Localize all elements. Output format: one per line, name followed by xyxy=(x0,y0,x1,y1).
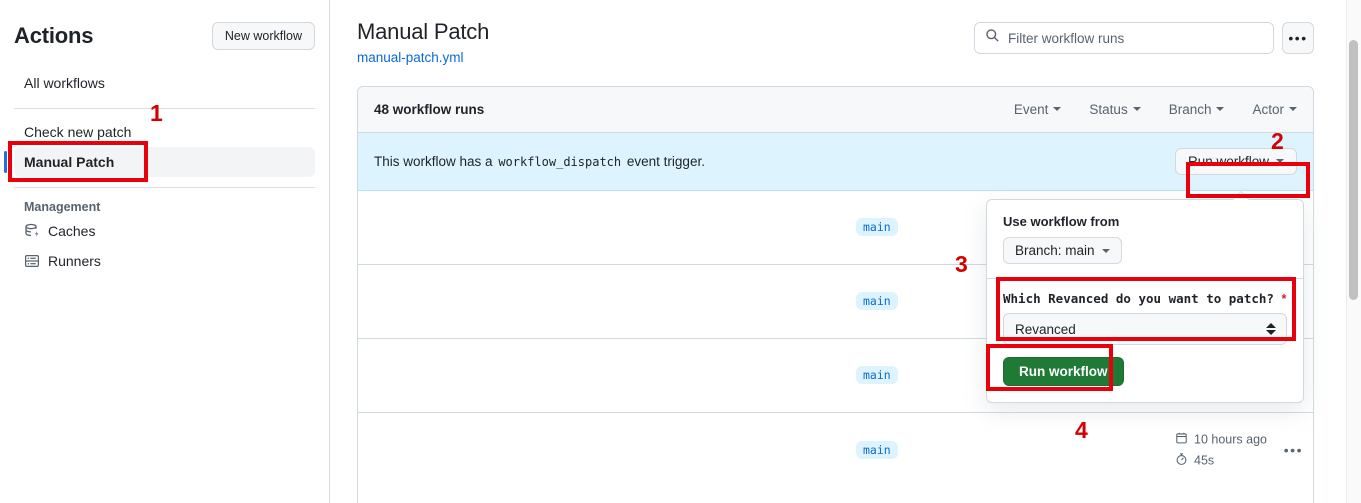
workflow-dispatch-banner: This workflow has a workflow_dispatch ev… xyxy=(358,132,1313,191)
workflow-input-label: Which Revanced do you want to patch? * xyxy=(1003,291,1287,306)
calendar-icon xyxy=(1175,431,1188,447)
chevron-down-icon xyxy=(1132,107,1141,111)
filter-branch-label: Branch xyxy=(1168,101,1212,117)
workflow-runs-toolbar: 48 workflow runs Event Status Branch xyxy=(358,86,1313,133)
dispatch-text-before: This workflow has a xyxy=(374,153,493,169)
stepper-icon xyxy=(1266,323,1276,335)
dispatch-text-after: event trigger. xyxy=(626,153,705,169)
runners-icon xyxy=(24,253,40,269)
new-workflow-button[interactable]: New workflow xyxy=(211,22,315,51)
dispatch-banner-text: This workflow has a workflow_dispatch ev… xyxy=(374,154,705,169)
sidebar-item-label: Runners xyxy=(48,253,101,270)
chevron-down-icon xyxy=(1053,107,1062,111)
sidebar-item-label: All workflows xyxy=(24,75,105,92)
search-icon xyxy=(985,28,1000,48)
header-overflow-menu-button[interactable]: ••• xyxy=(1282,22,1314,54)
search-input[interactable] xyxy=(1008,30,1263,46)
use-workflow-from-label: Use workflow from xyxy=(1003,214,1120,229)
sidebar-item-label: Caches xyxy=(48,223,96,240)
page-scrollbar-thumb[interactable] xyxy=(1349,40,1358,300)
workflow-title-block: Manual Patch manual-patch.yml xyxy=(357,18,489,67)
workflow-input-label-text: Which Revanced do you want to patch? xyxy=(1003,291,1274,306)
filter-actor[interactable]: Actor xyxy=(1252,102,1297,117)
filter-status-label: Status xyxy=(1089,101,1128,117)
sidebar-divider-2 xyxy=(14,187,315,189)
actions-sidebar: Actions New workflow All workflows Check… xyxy=(0,0,330,503)
sidebar-item-all-workflows[interactable]: All workflows xyxy=(14,68,315,98)
filter-event[interactable]: Event xyxy=(1014,102,1062,117)
dispatch-event-code: workflow_dispatch xyxy=(498,154,622,169)
required-marker: * xyxy=(1281,292,1287,306)
sidebar-item-runners[interactable]: Runners xyxy=(14,246,315,276)
page-scrollbar-track[interactable] xyxy=(1346,0,1361,503)
sidebar-divider xyxy=(14,108,315,110)
sidebar-header: Actions New workflow xyxy=(14,0,315,56)
run-workflow-submit-button[interactable]: Run workflow xyxy=(1003,357,1124,386)
filter-branch[interactable]: Branch xyxy=(1169,102,1225,117)
run-meta: 10 hours ago 45s xyxy=(1175,431,1267,468)
table-row[interactable]: main xyxy=(358,191,1313,265)
run-workflow-dropdown-panel: Use workflow from Branch: main Which Rev… xyxy=(986,199,1304,403)
dropdown-submit-area: Run workflow xyxy=(987,345,1303,402)
main-header: Manual Patch manual-patch.yml ••• xyxy=(357,18,1314,67)
branch-selector-label: Branch: main xyxy=(1015,243,1095,258)
workflow-file-link[interactable]: manual-patch.yml xyxy=(357,49,464,65)
branch-badge[interactable]: main xyxy=(856,366,898,384)
workflow-input-field: Which Revanced do you want to patch? * R… xyxy=(987,279,1303,345)
page-title: Actions xyxy=(14,23,94,49)
sidebar-item-label: Manual Patch xyxy=(24,154,115,171)
runs-filter-group: Event Status Branch Actor xyxy=(1014,102,1297,117)
header-actions: ••• xyxy=(974,22,1314,54)
sidebar-item-manual-patch[interactable]: Manual Patch xyxy=(4,147,315,178)
branch-selector-button[interactable]: Branch: main xyxy=(1003,237,1122,264)
run-workflow-dropdown-button[interactable]: Run workflow xyxy=(1174,147,1297,175)
filter-actor-label: Actor xyxy=(1252,101,1284,117)
revanced-select[interactable]: Revanced xyxy=(1003,313,1287,345)
table-row[interactable]: main xyxy=(358,265,1313,339)
chevron-down-icon xyxy=(1216,107,1225,111)
filter-event-label: Event xyxy=(1013,101,1049,117)
run-duration: 45s xyxy=(1175,452,1267,468)
chevron-down-icon xyxy=(1276,159,1284,163)
sidebar-workflow-list: All workflows Check new patch Manual Pat… xyxy=(4,68,315,276)
table-row[interactable]: main 10 hours ago xyxy=(358,413,1313,487)
sidebar-item-caches[interactable]: Caches xyxy=(14,216,315,246)
cache-icon xyxy=(24,223,40,239)
row-overflow-menu-button[interactable]: ••• xyxy=(1283,441,1303,458)
use-workflow-from-section: Use workflow from Branch: main xyxy=(987,200,1303,264)
sidebar-item-label: Check new patch xyxy=(24,124,132,141)
stopwatch-icon xyxy=(1175,452,1188,468)
filter-runs-search[interactable] xyxy=(974,22,1274,54)
workflow-runs-count: 48 workflow runs xyxy=(374,101,485,117)
run-date-text: 10 hours ago xyxy=(1194,432,1267,446)
chevron-down-icon xyxy=(1289,107,1297,111)
sidebar-group-management: Management xyxy=(24,200,101,215)
run-date: 10 hours ago xyxy=(1175,431,1267,447)
chevron-down-icon xyxy=(1101,248,1110,253)
sidebar-item-check-new-patch[interactable]: Check new patch xyxy=(14,117,315,147)
run-duration-text: 45s xyxy=(1194,453,1215,467)
workflow-title: Manual Patch xyxy=(357,19,490,44)
filter-status[interactable]: Status xyxy=(1089,101,1141,117)
branch-badge[interactable]: main xyxy=(856,218,898,236)
revanced-select-value: Revanced xyxy=(1015,321,1076,337)
run-workflow-button-label: Run workflow xyxy=(1187,153,1269,169)
branch-badge[interactable]: main xyxy=(856,440,898,459)
branch-badge[interactable]: main xyxy=(856,292,898,310)
